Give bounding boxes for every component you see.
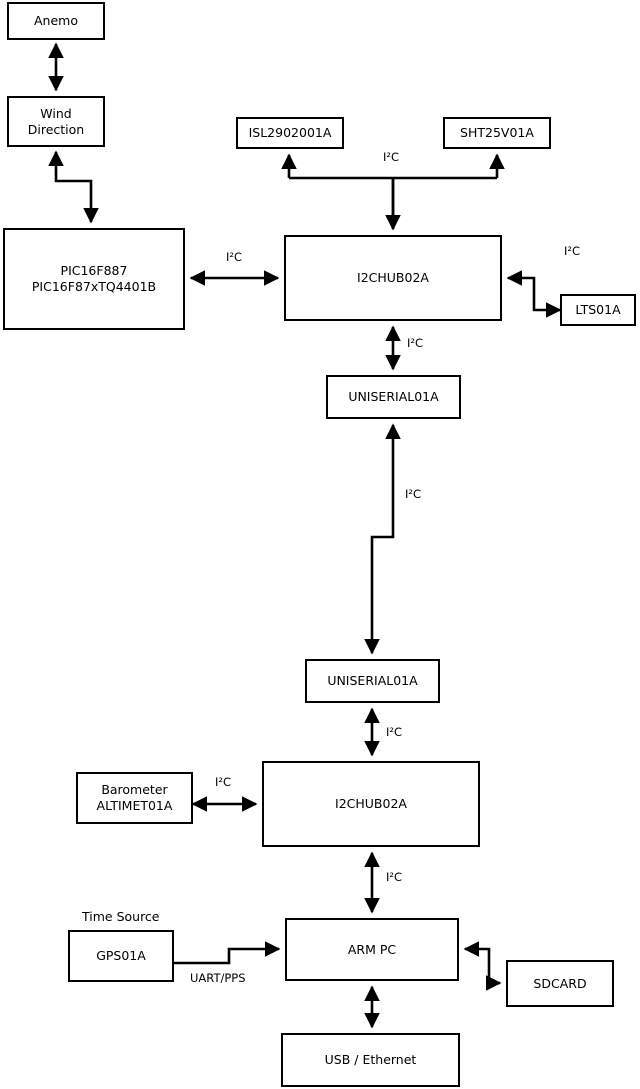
edge-arm-sdcard (463, 941, 502, 991)
edge-hubtop-lts (506, 270, 562, 318)
node-sht25v01a-label: SHT25V01A (460, 125, 534, 141)
node-uniserial01a-bottom[interactable]: UNISERIAL01A (305, 659, 440, 703)
node-barometer-altimet01a-label: Barometer ALTIMET01A (96, 782, 173, 813)
edge-label-i2c-sensor-bus: I²C (383, 150, 400, 164)
edge-label-uart-pps: UART/PPS (190, 971, 246, 985)
edge-label-i2c-hub2-arm: I²C (386, 870, 403, 884)
node-arm-pc[interactable]: ARM PC (285, 918, 459, 981)
node-anemo[interactable]: Anemo (7, 2, 105, 40)
edge-label-i2c-hub-lts: I²C (564, 244, 581, 258)
node-i2chub02a-bottom-label: I2CHUB02A (335, 796, 407, 812)
node-lts01a-label: LTS01A (575, 302, 621, 318)
node-uniserial01a-top[interactable]: UNISERIAL01A (326, 375, 461, 419)
node-anemo-label: Anemo (34, 13, 78, 29)
node-sdcard[interactable]: SDCARD (506, 960, 614, 1007)
node-usb-ethernet-label: USB / Ethernet (324, 1052, 417, 1068)
node-pic-microcontroller[interactable]: PIC16F887 PIC16F87xTQ4401B (3, 228, 185, 330)
edge-label-i2c-pic-hub: I²C (226, 250, 243, 264)
node-barometer-altimet01a[interactable]: Barometer ALTIMET01A (76, 772, 193, 824)
edge-label-i2c-uniserial-hub2: I²C (386, 725, 403, 739)
node-i2chub02a-top-label: I2CHUB02A (357, 270, 429, 286)
node-i2chub02a-top[interactable]: I2CHUB02A (284, 235, 502, 321)
node-wind-direction-label: Wind Direction (27, 105, 85, 137)
node-uniserial01a-top-label: UNISERIAL01A (348, 389, 439, 405)
node-gps01a[interactable]: GPS01A (68, 930, 174, 982)
node-usb-ethernet[interactable]: USB / Ethernet (281, 1033, 460, 1087)
node-arm-pc-label: ARM PC (347, 941, 397, 957)
edge-label-i2c-hub-uniserial: I²C (407, 336, 424, 350)
edge-uni-link (364, 423, 401, 655)
edge-wind-pic (48, 150, 99, 224)
node-isl2902001a-label: ISL2902001A (248, 125, 332, 141)
node-gps01a-label: GPS01A (96, 948, 146, 964)
label-time-source: Time Source (82, 909, 160, 924)
edge-label-i2c-barometer: I²C (215, 775, 232, 789)
node-lts01a[interactable]: LTS01A (560, 294, 636, 326)
node-wind-direction[interactable]: Wind Direction (7, 96, 105, 147)
node-sdcard-label: SDCARD (533, 975, 587, 991)
node-i2chub02a-bottom[interactable]: I2CHUB02A (262, 761, 480, 847)
node-pic-microcontroller-label: PIC16F887 PIC16F87xTQ4401B (31, 263, 157, 294)
edge-gps-arm (174, 941, 281, 965)
edge-label-i2c-uniserial-link: I²C (405, 487, 422, 501)
node-sht25v01a[interactable]: SHT25V01A (443, 117, 551, 149)
node-isl2902001a[interactable]: ISL2902001A (236, 117, 344, 149)
node-uniserial01a-bottom-label: UNISERIAL01A (327, 673, 418, 689)
